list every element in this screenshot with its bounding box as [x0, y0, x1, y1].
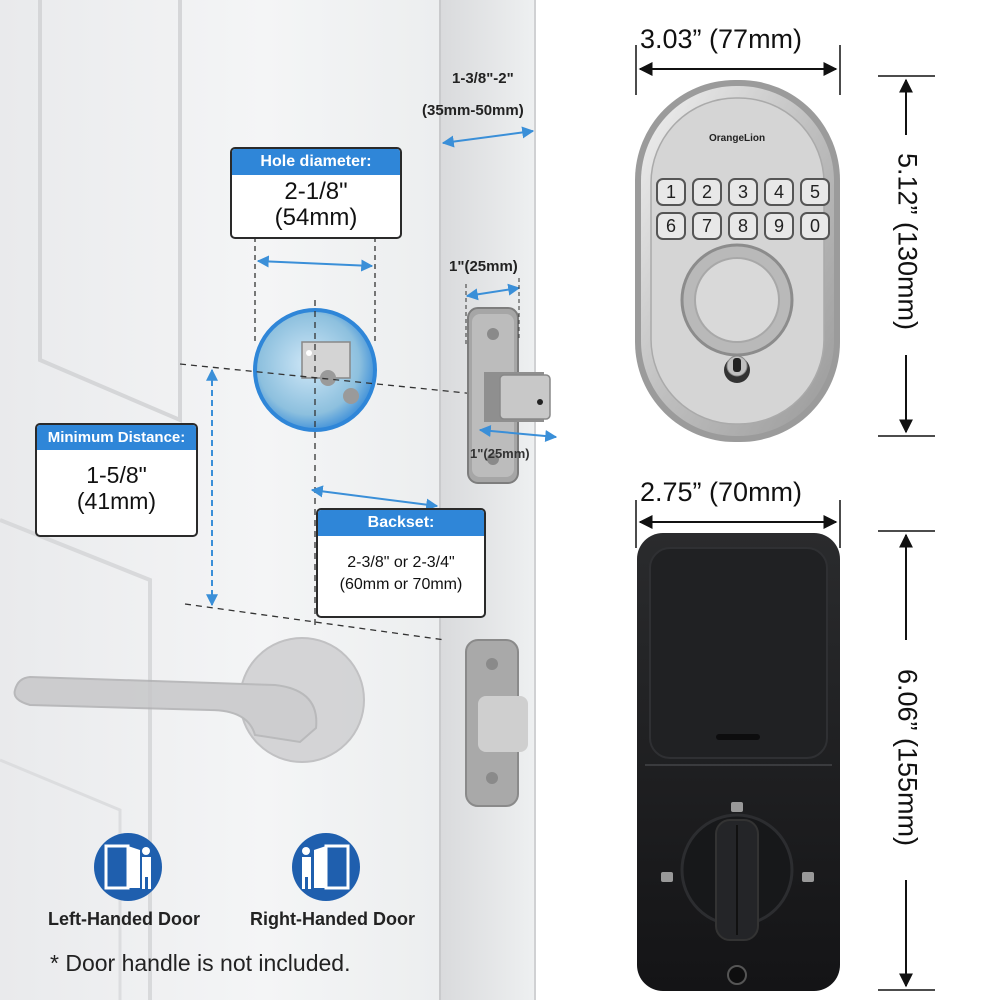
right-door-label: Right-Handed Door: [250, 909, 415, 929]
door-thickness-imperial: 1-3/8"-2": [452, 70, 514, 87]
key-4[interactable]: 4: [764, 178, 794, 206]
interior-width-label: 2.75” (70mm): [640, 477, 803, 507]
key-9[interactable]: 9: [764, 212, 794, 240]
keypad-row-2: 6 7 8 9 0: [656, 212, 830, 240]
handle-note: * Door handle is not included.: [50, 950, 351, 976]
latch-depth-label: 1"(25mm): [470, 446, 530, 461]
strike-plate: [465, 639, 528, 807]
hole-diameter-title: Hole diameter:: [232, 149, 400, 175]
key-2[interactable]: 2: [692, 178, 722, 206]
left-door-icon: [94, 833, 162, 901]
key-5[interactable]: 5: [800, 178, 830, 206]
hole-diameter-imperial: 2-1/8": [284, 178, 348, 205]
backset-metric: (60mm or 70mm): [339, 576, 463, 593]
hole-diameter-metric: (54mm): [274, 204, 358, 231]
keypad-height-label: 5.12” (130mm): [892, 152, 923, 331]
key-8[interactable]: 8: [728, 212, 758, 240]
door-handle: [13, 637, 365, 763]
backset-imperial: 2-3/8" or 2-3/4": [347, 554, 455, 571]
min-distance-metric: (41mm): [76, 488, 157, 514]
keypad-width-label: 3.03” (77mm): [640, 24, 803, 54]
key-3[interactable]: 3: [728, 178, 758, 206]
key-6[interactable]: 6: [656, 212, 686, 240]
interior-unit: [637, 533, 840, 991]
door-thickness-metric: (35mm-50mm): [422, 102, 524, 119]
latch-width-label: 1"(25mm): [449, 258, 518, 275]
backset-title: Backset:: [318, 510, 484, 536]
brand-logo: OrangeLion: [709, 133, 766, 144]
right-door-icon: [292, 833, 360, 901]
key-1[interactable]: 1: [656, 178, 686, 206]
interior-height-label: 6.06” (155mm): [892, 668, 923, 847]
min-distance-card: Minimum Distance: 1-5/8" (41mm): [35, 423, 198, 537]
keypad-row-1: 1 2 3 4 5: [656, 178, 830, 206]
key-0[interactable]: 0: [800, 212, 830, 240]
key-7[interactable]: 7: [692, 212, 722, 240]
backset-card: Backset: 2-3/8" or 2-3/4" (60mm or 70mm): [316, 508, 486, 618]
latch-assembly: [465, 278, 558, 484]
min-distance-title: Minimum Distance:: [37, 425, 196, 450]
hole-diameter-card: Hole diameter: 2-1/8" (54mm): [230, 147, 402, 239]
left-door-label: Left-Handed Door: [48, 909, 200, 929]
min-distance-imperial: 1-5/8": [86, 462, 147, 488]
